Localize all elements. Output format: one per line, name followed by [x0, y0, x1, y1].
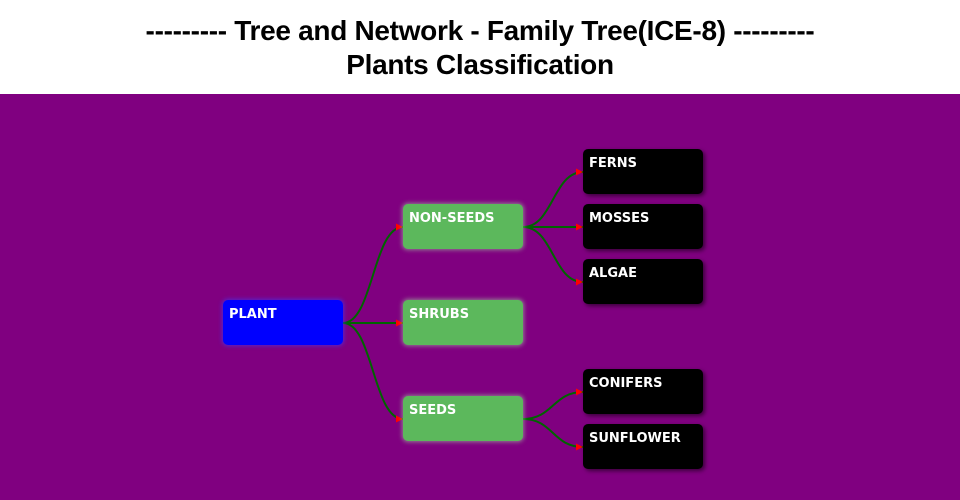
node-label: PLANT	[229, 307, 277, 322]
page-title: --------- Tree and Network - Family Tree…	[145, 15, 815, 46]
node-shrubs[interactable]: SHRUBS	[403, 300, 523, 345]
link-seeds-to-conifers	[522, 388, 584, 420]
node-conifers[interactable]: CONIFERS	[583, 369, 703, 414]
link-non-seeds-to-algae	[522, 226, 584, 286]
node-sunflower[interactable]: SUNFLOWER	[583, 424, 703, 469]
node-label: SEEDS	[409, 403, 457, 418]
node-algae[interactable]: ALGAE	[583, 259, 703, 304]
link-plant-to-non-seeds	[342, 223, 404, 324]
node-seeds[interactable]: SEEDS	[403, 396, 523, 441]
link-non-seeds-to-ferns	[522, 168, 584, 228]
node-label: MOSSES	[589, 211, 650, 226]
node-label: NON-SEEDS	[409, 211, 495, 226]
node-label: SUNFLOWER	[589, 431, 681, 446]
node-label: CONIFERS	[589, 376, 663, 391]
node-non-seeds[interactable]: NON-SEEDS	[403, 204, 523, 249]
link-plant-to-seeds	[342, 322, 404, 423]
node-ferns[interactable]: FERNS	[583, 149, 703, 194]
node-label: ALGAE	[589, 266, 637, 281]
node-plant[interactable]: PLANT	[223, 300, 343, 345]
tree-links	[342, 168, 584, 451]
link-seeds-to-sunflower	[522, 418, 584, 451]
tree-canvas: PLANT NON-SEEDS SHRUBS SEEDS FERNS MOSSE…	[0, 94, 960, 500]
node-mosses[interactable]: MOSSES	[583, 204, 703, 249]
node-label: SHRUBS	[409, 307, 470, 322]
page-subtitle: Plants Classification	[346, 49, 614, 80]
node-label: FERNS	[589, 156, 638, 171]
header: --------- Tree and Network - Family Tree…	[0, 0, 960, 94]
